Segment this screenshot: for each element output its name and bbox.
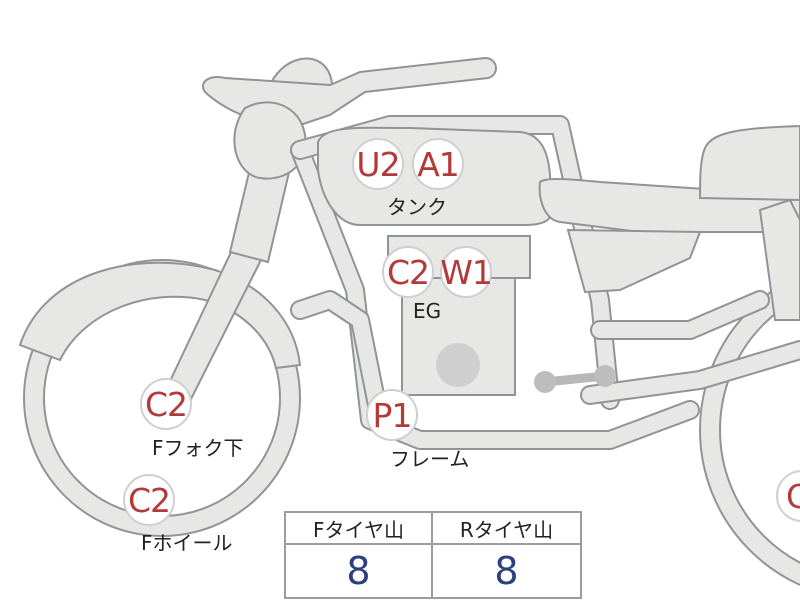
side-cover-shape [566,228,702,294]
engine-code-badge-c2: C2 [382,246,434,298]
front-fender-shape [18,261,302,370]
front-wheel-label: Fホイール [141,531,233,555]
tank-code-badge-a1: A1 [412,138,464,190]
engine-cover-shape [436,343,480,387]
front-wheel-code-badge: C2 [123,474,175,526]
rear-fender-shape [698,124,800,202]
fork-label: Fフォク下 [152,436,244,460]
footpeg-shape [534,365,616,393]
frame-code-badge: P1 [366,389,418,441]
front-tire-tread-value: 8 [286,545,433,597]
fork-code-badge: C2 [140,378,192,430]
tire-tread-table: Fタイヤ山 Rタイヤ山 8 8 [284,511,582,599]
rear-tire-tread-header: Rタイヤ山 [433,513,580,545]
engine-label: EG [413,299,442,323]
rear-shock-shape [758,198,800,321]
rear-wheel-shape [699,273,800,587]
tank-label: タンク [387,195,447,219]
tank-code-badge-u2: U2 [352,138,404,190]
rear-tire-tread-value: 8 [494,549,519,593]
engine-code-badge-w1: W1 [440,246,493,298]
frame-label: フレーム [390,447,470,471]
headstock-shape [233,101,307,180]
front-tire-tread-header: Fタイヤ山 [286,513,433,545]
